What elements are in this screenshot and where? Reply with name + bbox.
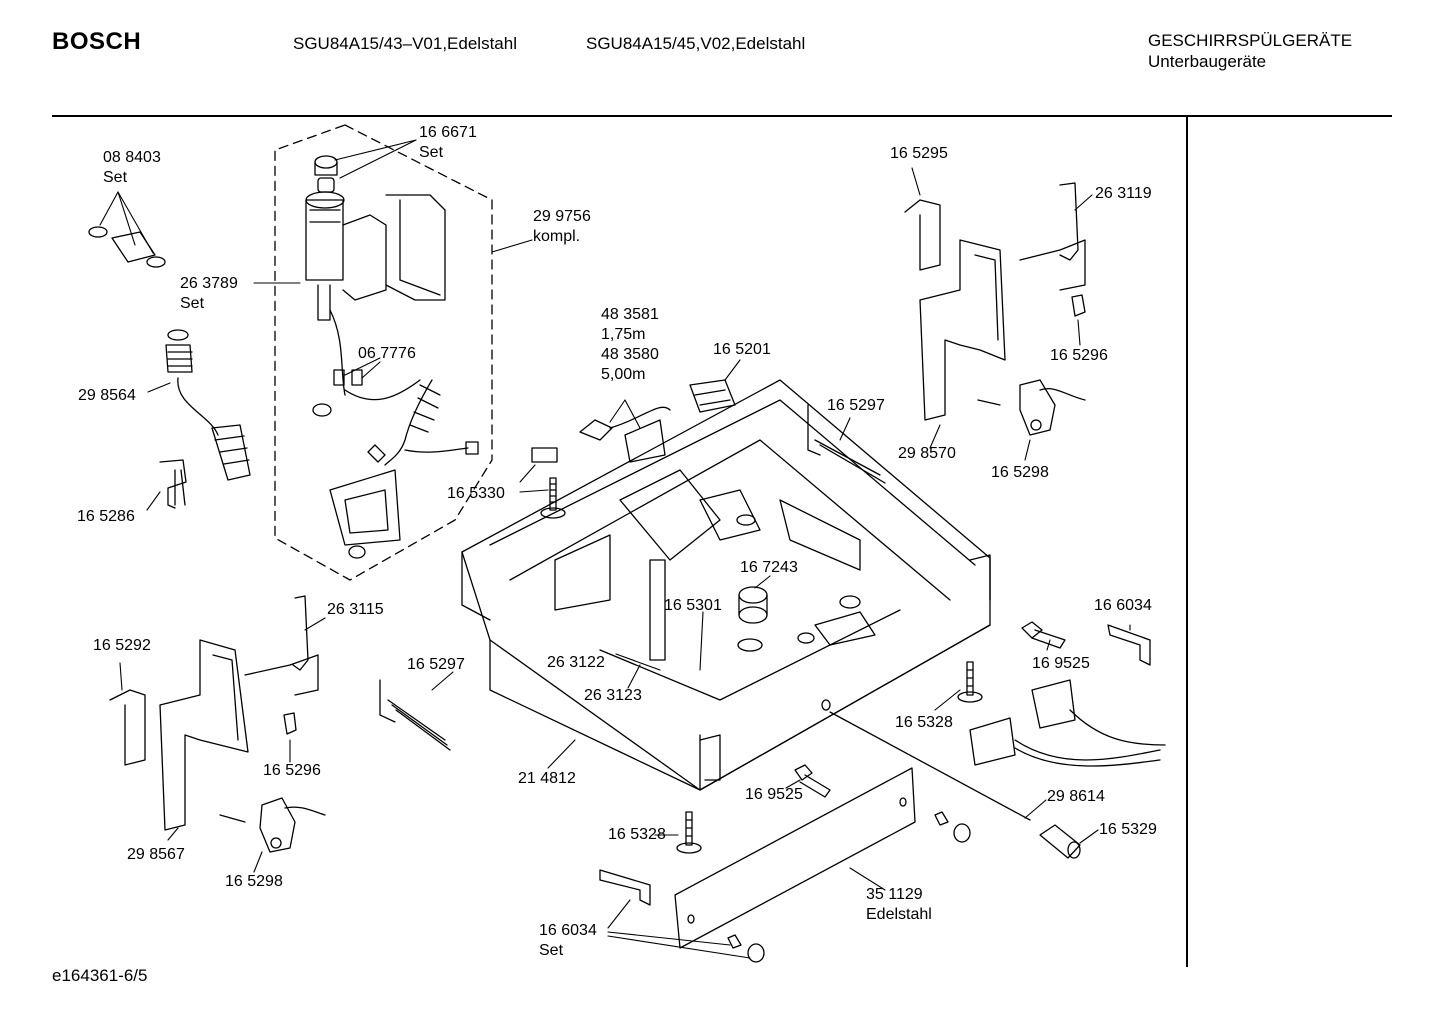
hinge-165298-left xyxy=(219,797,326,853)
part-label-169525-lower: 16 9525 xyxy=(745,786,803,803)
screw-169525-right xyxy=(1021,621,1066,649)
part-label-165286: 16 5286 xyxy=(77,508,135,525)
hose-clamp-set xyxy=(88,226,166,268)
part-label-263123: 26 3123 xyxy=(584,687,642,704)
knob-165329 xyxy=(1039,824,1081,859)
part-label-169525-right: 16 9525 xyxy=(1032,655,1090,672)
model-number-2: SGU84A15/45,V02,Edelstahl xyxy=(586,34,806,53)
part-label-165201: 16 5201 xyxy=(713,341,771,358)
drawing-id: e164361-6/5 xyxy=(52,966,148,985)
leader-lines xyxy=(99,139,1131,959)
part-label-165295: 16 5295 xyxy=(890,145,948,162)
wiring-harness xyxy=(969,679,1166,767)
leveling-screw-165328-right xyxy=(957,661,983,703)
screw-cap-set xyxy=(727,811,971,963)
connector-166034-right xyxy=(1107,624,1151,666)
clip-165296-left xyxy=(283,712,297,735)
hinge-165298-right xyxy=(977,379,1086,436)
part-label-165301: 16 5301 xyxy=(664,597,722,614)
clip-165286 xyxy=(159,459,187,509)
leveling-screw-1 xyxy=(531,447,566,519)
base-tub xyxy=(461,379,991,791)
part-label-298570: 29 8570 xyxy=(898,445,956,462)
power-cable xyxy=(579,406,671,463)
part-label-165296-left: 16 5296 xyxy=(263,762,321,779)
assembly-boundary xyxy=(274,124,493,581)
part-label-165298-left: 16 5298 xyxy=(225,873,283,890)
bracket-263119 xyxy=(1019,182,1086,291)
part-label-166034-right: 16 6034 xyxy=(1094,597,1152,614)
frame-298567 xyxy=(159,639,249,831)
part-label-165296-right: 16 5296 xyxy=(1050,347,1108,364)
part-label-298567: 29 8567 xyxy=(127,846,185,863)
brand-logo-text: BOSCH xyxy=(52,28,142,55)
part-label-165330: 16 5330 xyxy=(447,485,505,502)
part-label-165329: 16 5329 xyxy=(1099,821,1157,838)
part-label-263119: 26 3119 xyxy=(1095,185,1152,202)
part-label-165297-right: 16 5297 xyxy=(827,397,885,414)
part-label-263122: 26 3122 xyxy=(547,654,605,671)
part-label-165298-right: 16 5298 xyxy=(991,464,1049,481)
spring-165297-left xyxy=(379,679,451,751)
clip-165296-right xyxy=(1071,294,1086,317)
subcategory-title: Unterbaugeräte xyxy=(1148,52,1267,71)
screw-169525-lower xyxy=(794,764,831,798)
part-label-067776: 06 7776 xyxy=(358,345,416,362)
pressure-switch xyxy=(689,379,736,413)
part-label-298564: 29 8564 xyxy=(78,387,136,404)
inlet-valve-assembly xyxy=(305,155,479,559)
sealing-ring xyxy=(738,586,768,624)
bracket-165295 xyxy=(904,199,941,271)
frame-298570 xyxy=(919,239,1006,421)
hose-piece xyxy=(165,329,251,481)
category-title: GESCHIRRSPÜLGERÄTE xyxy=(1148,31,1353,50)
model-number-1: SGU84A15/43–V01,Edelstahl xyxy=(293,34,517,53)
part-label-165328-lower: 16 5328 xyxy=(608,826,666,843)
part-label-165292: 16 5292 xyxy=(93,637,151,654)
part-label-298614: 29 8614 xyxy=(1047,788,1105,805)
leveling-screw-165328-lower xyxy=(676,811,702,854)
right-margin-divider xyxy=(1186,117,1188,967)
part-label-165297-left: 16 5297 xyxy=(407,656,465,673)
front-panel-351129 xyxy=(674,767,916,949)
bracket-263115 xyxy=(244,595,319,696)
rod-298614 xyxy=(829,711,1031,821)
part-label-263115: 26 3115 xyxy=(327,601,384,618)
part-label-167243: 16 7243 xyxy=(740,559,798,576)
part-label-165328-right: 16 5328 xyxy=(895,714,953,731)
part-label-214812: 21 4812 xyxy=(518,770,576,787)
header-divider xyxy=(52,115,1392,117)
connector-166034-lower xyxy=(599,869,651,906)
bracket-165292 xyxy=(109,689,146,766)
spring-165297-right xyxy=(807,404,886,484)
